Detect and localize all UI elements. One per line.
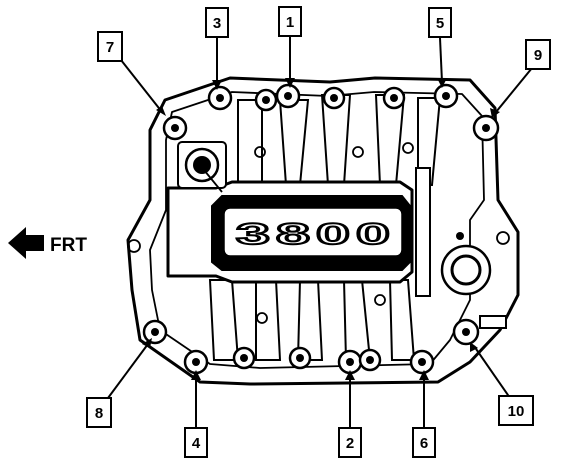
bolt-3 — [207, 85, 233, 111]
stud — [256, 312, 268, 324]
callout-3: 3 — [205, 7, 229, 38]
callout-4: 4 — [184, 427, 208, 458]
callout-8-label: 8 — [95, 405, 103, 422]
stud — [254, 146, 266, 158]
callout-5: 5 — [428, 7, 452, 38]
lower-runners — [208, 279, 416, 361]
callout-10: 10 — [498, 395, 534, 426]
inner-rim — [149, 91, 485, 369]
stud — [374, 294, 386, 306]
bolt-2 — [337, 349, 363, 375]
left-mount-hole — [127, 239, 141, 253]
callout-10-label: 10 — [508, 403, 525, 420]
bolt-5 — [433, 83, 459, 109]
engine-marking: 3800 — [236, 218, 396, 251]
right-mount-hole — [496, 231, 510, 245]
stud — [352, 146, 364, 158]
sensor-boss — [440, 232, 507, 329]
throttle-linkage — [203, 169, 223, 193]
callout-9-label: 9 — [534, 47, 542, 64]
bolt-mid-a — [322, 86, 346, 110]
bolt-1b — [254, 88, 278, 112]
runner-lower-1 — [208, 279, 240, 361]
callout-1-label: 1 — [286, 14, 294, 31]
runner-upper-1 — [237, 99, 263, 186]
vacuum-port — [456, 232, 464, 240]
bolt-low-a — [232, 346, 256, 370]
leader-lines — [107, 36, 533, 428]
callout-9: 9 — [525, 39, 551, 70]
plenum-side-strip — [415, 167, 431, 297]
bolt-mid-b — [382, 86, 406, 110]
callout-2: 2 — [338, 427, 362, 458]
throttle-body — [177, 141, 227, 193]
bolt-low-b — [288, 346, 312, 370]
bolt-6 — [409, 349, 435, 375]
bolt-9 — [472, 114, 500, 142]
callout-2-label: 2 — [346, 435, 354, 452]
left-arrow-icon — [8, 227, 44, 259]
callout-5-label: 5 — [436, 15, 444, 32]
bolt-2b — [358, 348, 382, 372]
bolt-10 — [452, 318, 480, 346]
stud — [402, 142, 414, 154]
callout-7-label: 7 — [106, 39, 114, 56]
bolt-1 — [275, 83, 301, 109]
bolt-7 — [162, 115, 188, 141]
callout-8: 8 — [86, 397, 112, 428]
studs — [254, 142, 414, 324]
bolt-8 — [142, 319, 168, 345]
bolt-4 — [183, 349, 209, 375]
callout-6: 6 — [412, 427, 436, 458]
callout-4-label: 4 — [192, 435, 201, 452]
bolts — [142, 83, 500, 375]
front-indicator: FRT — [8, 227, 87, 259]
vacuum-fitting — [479, 315, 507, 329]
front-label: FRT — [50, 235, 87, 256]
callout-6-label: 6 — [420, 435, 428, 452]
plenum-panel-inner — [223, 207, 403, 257]
callout-1: 1 — [278, 6, 302, 37]
callout-7: 7 — [97, 31, 123, 62]
sensor-boss-inner — [450, 254, 482, 286]
plenum: 3800 — [166, 167, 431, 297]
throttle-bore-inner — [193, 156, 211, 174]
callout-3-label: 3 — [213, 15, 221, 32]
runner-lower-2 — [255, 279, 282, 361]
runner-upper-5 — [417, 97, 442, 186]
